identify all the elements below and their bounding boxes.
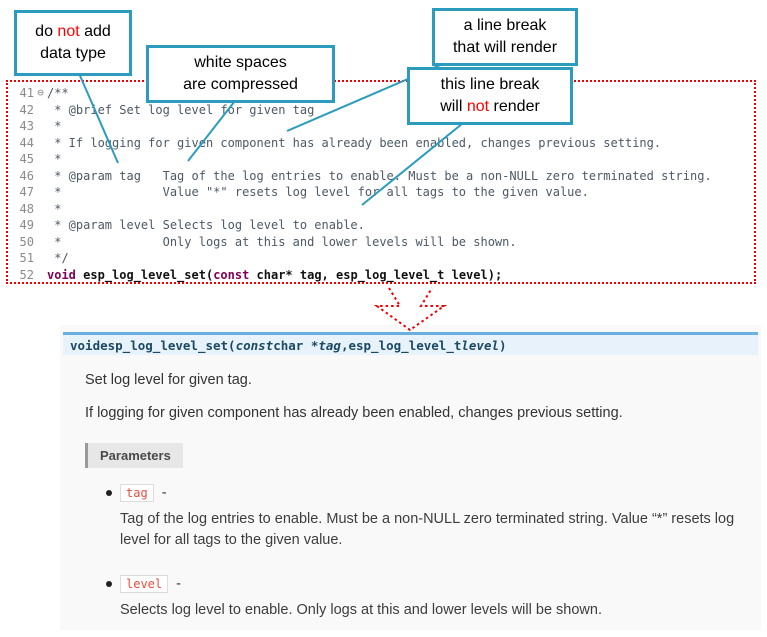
callout-break-norender-line2: will not render [440, 98, 540, 115]
param-description: Tag of the log entries to enable. Must b… [120, 511, 735, 549]
code-text: * @brief Set log level for given tag [47, 102, 315, 117]
code-line: 50 * Only logs at this and lower levels … [12, 234, 754, 251]
line-number: 42 [19, 102, 34, 117]
line-number: 50 [19, 234, 34, 249]
code-line-declaration: 52 void esp_log_level_set(const char* tag… [12, 267, 754, 284]
fold-marker-icon[interactable]: ⊖ [37, 86, 44, 99]
callout-break-render-line1: a line break [463, 17, 547, 35]
callout-break-render: a line break that will render [432, 8, 578, 66]
code-line: 47 * Value "*" resets log level for all … [12, 184, 754, 201]
param-description: Selects log level to enable. Only logs a… [120, 602, 602, 619]
code-text: * Only logs at this and lower levels wil… [47, 234, 517, 249]
sig-return-type: void [70, 337, 101, 353]
callout-whitespace-line1: white spaces [194, 54, 287, 72]
doc-description: If logging for given component has alrea… [85, 405, 623, 421]
sig-pointer: char * [273, 337, 319, 353]
line-number: 49 [19, 218, 34, 232]
code-text: * [47, 201, 62, 216]
line-number: 51 [19, 251, 34, 265]
sig-const-keyword: const [235, 337, 274, 353]
callout-break-norender-line1: this line break [440, 76, 540, 94]
code-line: 51 */ [12, 250, 754, 267]
callout-no-datatype-line1: do not add [35, 23, 111, 41]
parameters-list: tag- Tag of the log entries to enable. M… [106, 484, 761, 621]
code-line: 41⊖/** [12, 85, 754, 102]
callout-no-datatype-line2: data type [40, 45, 106, 62]
code-text: void esp_log_level_set(const char* tag, … [47, 267, 503, 282]
sig-function-name: esp_log_level_set( [100, 337, 236, 353]
callout-break-render-line2: that will render [452, 39, 558, 56]
param-name-tag: tag [120, 484, 154, 502]
code-line: 43 * [12, 118, 754, 135]
code-text: /** [47, 86, 69, 100]
code-line: 46 * @param tag Tag of the log entries t… [12, 168, 754, 185]
parameter-item: level- Selects log level to enable. Only… [106, 575, 761, 621]
parameters-heading: Parameters [85, 443, 183, 468]
code-line: 49 * @param level Selects log level to e… [12, 217, 754, 234]
line-number: 46 [19, 168, 34, 183]
line-number: 52 [19, 267, 34, 282]
sig-param-level: level [461, 337, 500, 353]
bullet-icon [106, 581, 112, 588]
function-signature[interactable]: void esp_log_level_set(const char *tag, … [63, 332, 758, 355]
code-editor: 41⊖/** 42 * @brief Set log level for giv… [6, 80, 756, 284]
code-line: 45 * [12, 151, 754, 168]
code-text: * If logging for given component has alr… [47, 135, 662, 150]
bullet-icon [106, 490, 112, 496]
rendered-doc: void esp_log_level_set(const char *tag, … [60, 325, 761, 630]
sig-param-tag: tag [318, 337, 341, 353]
callout-whitespace-line2: are compressed [183, 76, 298, 93]
line-number: 43 [19, 119, 34, 133]
doc-brief: Set log level for given tag. [85, 372, 252, 388]
line-number: 47 [19, 185, 34, 199]
code-text: */ [47, 251, 69, 265]
parameter-item: tag- Tag of the log entries to enable. M… [106, 484, 761, 551]
code-line: 42 * @brief Set log level for given tag [12, 102, 754, 119]
code-text: * @param tag Tag of the log entries to e… [47, 168, 712, 183]
line-number: 44 [19, 135, 34, 150]
line-number: 41 [19, 86, 34, 100]
code-text: * @param level Selects log level to enab… [47, 218, 365, 232]
code-line: 44 * If logging for given component has … [12, 135, 754, 152]
param-name-level: level [120, 575, 169, 594]
line-number: 48 [19, 201, 34, 216]
callout-no-datatype: do not add data type [14, 10, 132, 76]
line-number: 45 [19, 152, 34, 166]
sig-param-type: esp_log_level_t [348, 337, 462, 353]
callout-whitespace: white spaces are compressed [146, 45, 335, 103]
code-text: * [47, 119, 62, 133]
code-text: * Value "*" resets log level for all tag… [47, 185, 589, 199]
renders-as-arrow [373, 287, 448, 332]
callout-break-norender: this line break will not render [407, 67, 573, 125]
code-text: * [47, 152, 62, 166]
code-line: 48 * [12, 201, 754, 218]
